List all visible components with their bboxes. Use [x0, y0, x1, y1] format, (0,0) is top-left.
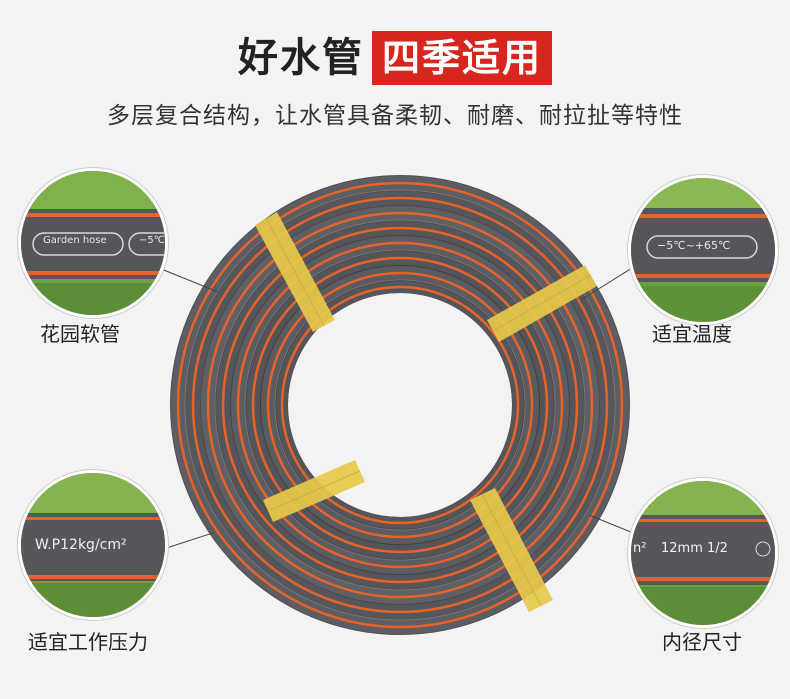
callout-pressure-text: W.P12kg/cm²: [35, 537, 127, 553]
hose-coil-image: [170, 175, 630, 635]
hose-closeup-icon: [21, 473, 165, 617]
callout-label-garden-hose: 花园软管: [40, 322, 120, 346]
page-title: 好水管: [237, 35, 364, 81]
callout-pressure: W.P12kg/cm²: [18, 470, 168, 620]
callout-temperature-text: −5℃~+65℃: [657, 239, 731, 252]
hose-closeup-icon: [21, 171, 165, 315]
title-row: 好水管四季适用: [0, 30, 790, 90]
callout-hose-text-extra: −5℃: [139, 235, 165, 246]
callout-hose-text: Garden hose: [43, 235, 107, 246]
callout-label-inner-diameter: 内径尺寸: [662, 630, 742, 654]
callout-inner-diameter: n² 12mm 1/2: [628, 478, 778, 628]
hose-closeup-icon: [631, 481, 775, 625]
callout-label-pressure: 适宜工作压力: [28, 630, 148, 654]
callout-label-temperature: 适宜温度: [652, 322, 732, 346]
callout-temperature: −5℃~+65℃: [628, 175, 778, 325]
title-badge: 四季适用: [371, 31, 552, 85]
callout-diameter-text: 12mm 1/2: [661, 541, 728, 556]
callout-garden-hose: Garden hose −5℃: [18, 168, 168, 318]
page-subtitle: 多层复合结构，让水管具备柔韧、耐磨、耐拉扯等特性: [107, 103, 683, 129]
callout-diameter-extra: n²: [633, 541, 647, 556]
